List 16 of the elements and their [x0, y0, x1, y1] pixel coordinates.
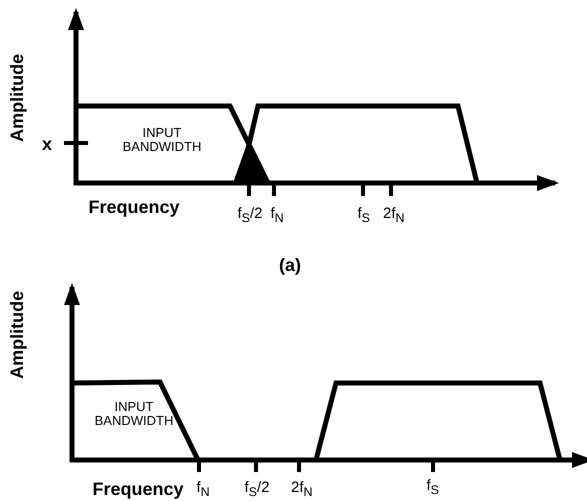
axis-label: Amplitude	[8, 54, 28, 142]
axis-label: Amplitude	[8, 290, 28, 379]
axis-label: Frequency	[92, 480, 184, 500]
tick-label: f$_{S}$	[426, 478, 440, 498]
tick-label: f$_{N}$	[196, 480, 210, 500]
tick-label: f$_{S}$	[358, 206, 370, 226]
axis-label: x	[42, 135, 52, 155]
panel-caption: (a)	[279, 256, 301, 276]
tick-label: f$_{S}$/2	[238, 206, 263, 226]
tick-label: f$_{N}$	[270, 206, 284, 226]
tick-label: 2f$_{N}$	[291, 480, 313, 500]
tick-label: 2f$_{N}$	[383, 206, 405, 226]
tick-label: f$_{S}$/2	[244, 480, 270, 500]
band-label: INPUT BANDWIDTH	[122, 126, 202, 154]
band-label: INPUT BANDWIDTH	[94, 400, 174, 428]
axis-label: Frequency	[88, 198, 180, 218]
